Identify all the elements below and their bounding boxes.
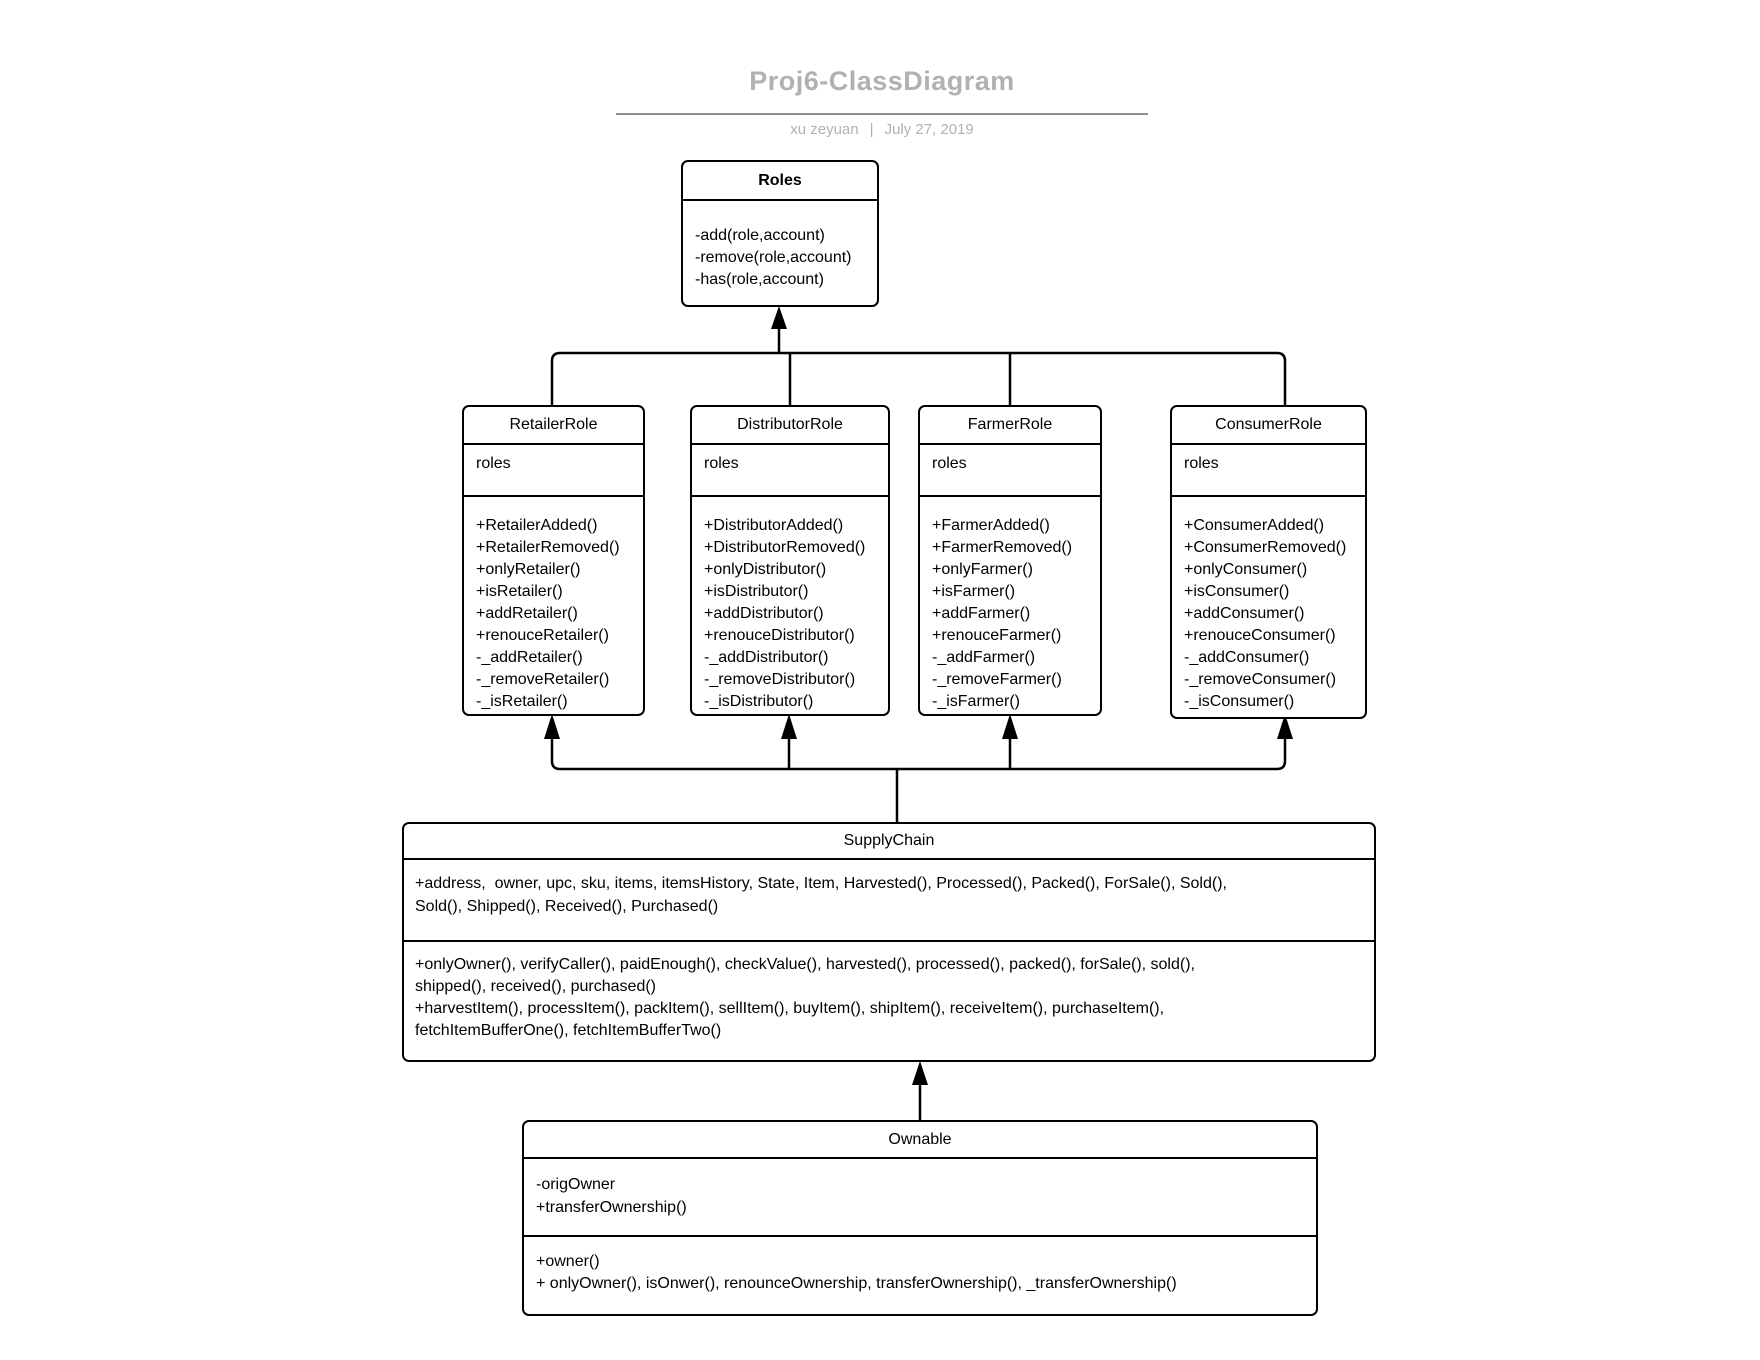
- method-item: +renouceDistributor(): [704, 627, 855, 644]
- retailer-arrowhead: [544, 714, 560, 739]
- method-item: -_addDistributor(): [704, 649, 829, 666]
- method-item: +DistributorRemoved(): [704, 539, 866, 556]
- attribute-line: Sold(), Shipped(), Received(), Purchased…: [415, 898, 719, 915]
- method-line: shipped(), received(), purchased(): [415, 978, 656, 995]
- method-item: -_addConsumer(): [1184, 649, 1310, 666]
- author-name: xu zeyuan: [790, 121, 859, 138]
- method-item: +renouceConsumer(): [1184, 627, 1336, 644]
- page-title: Proj6-ClassDiagram: [749, 66, 1015, 96]
- class-ownable: Ownable -origOwner +transferOwnership() …: [522, 1120, 1318, 1316]
- class-consumerrole-attributes: roles: [1172, 443, 1365, 495]
- class-roles: Roles -add(role,account) -remove(role,ac…: [681, 160, 879, 307]
- method-item: -_removeRetailer(): [476, 671, 610, 688]
- method-item: +RetailerRemoved(): [476, 539, 620, 556]
- attribute-item: roles: [1184, 455, 1219, 472]
- class-roles-title: Roles: [758, 171, 802, 189]
- date-text: July 27, 2019: [884, 121, 974, 138]
- byline: xu zeyuan | July 27, 2019: [616, 121, 1148, 138]
- class-ownable-attributes: -origOwner +transferOwnership(): [524, 1157, 1316, 1235]
- method-line: +onlyOwner(), verifyCaller(), paidEnough…: [415, 956, 1195, 973]
- class-farmerrole-title: FarmerRole: [967, 416, 1053, 433]
- class-retailerrole: RetailerRole roles +RetailerAdded() +Ret…: [462, 405, 645, 716]
- attribute-item: roles: [704, 455, 739, 472]
- class-consumerrole-methods: +ConsumerAdded() +ConsumerRemoved() +onl…: [1172, 495, 1365, 717]
- method-item: -_isRetailer(): [476, 693, 568, 710]
- method-line: fetchItemBufferOne(), fetchItemBufferTwo…: [415, 1022, 722, 1039]
- method-item: +DistributorAdded(): [704, 517, 844, 534]
- attribute-item: +transferOwnership(): [536, 1199, 687, 1216]
- method-item: +onlyRetailer(): [476, 561, 581, 578]
- supplychain-bus-line: [550, 739, 1287, 771]
- method-item: -_isFarmer(): [932, 693, 1020, 710]
- method-item: +renouceFarmer(): [932, 627, 1062, 644]
- method-item: -has(role,account): [695, 271, 824, 288]
- class-ownable-title: Ownable: [888, 1130, 952, 1148]
- method-item: +addFarmer(): [932, 605, 1031, 622]
- method-item: +isDistributor(): [704, 583, 809, 600]
- distributor-arrowhead: [781, 714, 797, 739]
- attribute-line: +address, owner, upc, sku, items, itemsH…: [415, 875, 1227, 892]
- attribute-item: -origOwner: [536, 1176, 616, 1193]
- method-item: -_addRetailer(): [476, 649, 583, 666]
- attribute-item: roles: [932, 455, 967, 472]
- class-consumerrole: ConsumerRole roles +ConsumerAdded() +Con…: [1170, 405, 1367, 719]
- method-item: +isRetailer(): [476, 583, 563, 600]
- supplychain-arrowhead: [912, 1061, 928, 1085]
- method-item: +isConsumer(): [1184, 583, 1290, 600]
- class-distributorrole-methods: +DistributorAdded() +DistributorRemoved(…: [692, 495, 888, 714]
- title-divider-line: [616, 113, 1148, 115]
- roles-arrowhead: [771, 306, 787, 329]
- class-farmerrole: FarmerRole roles +FarmerAdded() +FarmerR…: [918, 405, 1102, 716]
- method-item: -remove(role,account): [695, 249, 852, 266]
- class-supplychain-title: SupplyChain: [843, 832, 935, 849]
- method-item: +isFarmer(): [932, 583, 1016, 600]
- method-item: + onlyOwner(), isOnwer(), renounceOwners…: [536, 1275, 1177, 1292]
- class-consumerrole-title: ConsumerRole: [1215, 416, 1322, 433]
- method-item: +addConsumer(): [1184, 605, 1305, 622]
- method-item: +owner(): [536, 1253, 600, 1270]
- class-farmerrole-attributes: roles: [920, 443, 1100, 495]
- class-supplychain-attributes: +address, owner, upc, sku, items, itemsH…: [404, 858, 1374, 940]
- method-item: +onlyFarmer(): [932, 561, 1033, 578]
- method-item: +RetailerAdded(): [476, 517, 598, 534]
- method-item: +FarmerRemoved(): [932, 539, 1073, 556]
- method-line: +harvestItem(), processItem(), packItem(…: [415, 1000, 1165, 1017]
- method-item: +ConsumerAdded(): [1184, 517, 1325, 534]
- class-retailerrole-attributes: roles: [464, 443, 643, 495]
- class-distributorrole-title: DistributorRole: [737, 416, 843, 433]
- method-item: +addRetailer(): [476, 605, 578, 622]
- method-item: -_removeFarmer(): [932, 671, 1062, 688]
- class-supplychain-methods: +onlyOwner(), verifyCaller(), paidEnough…: [404, 940, 1374, 1060]
- method-item: -_isDistributor(): [704, 693, 814, 710]
- class-distributorrole-attributes: roles: [692, 443, 888, 495]
- byline-separator: |: [869, 121, 874, 138]
- farmer-arrowhead: [1002, 714, 1018, 739]
- class-retailerrole-methods: +RetailerAdded() +RetailerRemoved() +onl…: [464, 495, 643, 714]
- attribute-item: roles: [476, 455, 511, 472]
- method-item: -_removeDistributor(): [704, 671, 856, 688]
- class-roles-methods: -add(role,account) -remove(role,account)…: [683, 199, 877, 305]
- method-item: -add(role,account): [695, 227, 825, 244]
- class-retailerrole-title: RetailerRole: [509, 416, 598, 433]
- method-item: +addDistributor(): [704, 605, 824, 622]
- class-farmerrole-methods: +FarmerAdded() +FarmerRemoved() +onlyFar…: [920, 495, 1100, 714]
- class-supplychain: SupplyChain +address, owner, upc, sku, i…: [402, 822, 1376, 1062]
- method-item: -_removeConsumer(): [1184, 671, 1337, 688]
- method-item: +FarmerAdded(): [932, 517, 1050, 534]
- method-item: -_addFarmer(): [932, 649, 1036, 666]
- method-item: -_isConsumer(): [1184, 693, 1295, 710]
- method-item: +renouceRetailer(): [476, 627, 609, 644]
- class-ownable-methods: +owner() + onlyOwner(), isOnwer(), renou…: [524, 1235, 1316, 1314]
- method-item: +ConsumerRemoved(): [1184, 539, 1347, 556]
- roles-bus-line: [550, 351, 1287, 405]
- method-item: +onlyDistributor(): [704, 561, 827, 578]
- class-distributorrole: DistributorRole roles +DistributorAdded(…: [690, 405, 890, 716]
- method-item: +onlyConsumer(): [1184, 561, 1308, 578]
